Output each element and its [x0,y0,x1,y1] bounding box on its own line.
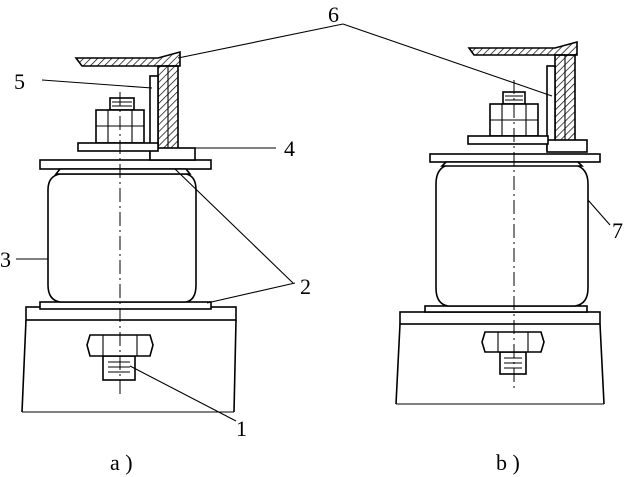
upper-flange-b [440,161,584,167]
label-6: 6 [328,2,339,27]
base-block-b [395,311,605,405]
labels: 6 5 4 3 2 1 7 a ) b ) [0,2,623,475]
label-4: 4 [284,136,295,161]
leader-lines [16,23,611,422]
upper-plate-b [429,153,601,163]
rubber-body-b [435,164,589,307]
caption-a: a ) [110,450,133,475]
upper-plate-a [39,159,212,170]
upper-flange-a [54,168,192,175]
lower-plate-a [39,301,212,310]
lower-bolt-b [481,331,545,375]
rubber-body-a [47,173,197,303]
label-2: 2 [300,274,311,299]
upper-nut-b [467,91,549,145]
base-block-a [21,306,237,413]
bracket-b [467,40,588,153]
label-3: 3 [0,247,11,272]
label-5: 5 [14,69,25,94]
label-1: 1 [236,416,247,441]
upper-nut-a [77,97,159,152]
caption-b: b ) [496,450,520,475]
figure-a [21,50,237,413]
label-7: 7 [612,218,623,243]
figure-b [395,40,605,405]
lower-plate-b [424,305,588,313]
bracket-a [74,50,196,161]
